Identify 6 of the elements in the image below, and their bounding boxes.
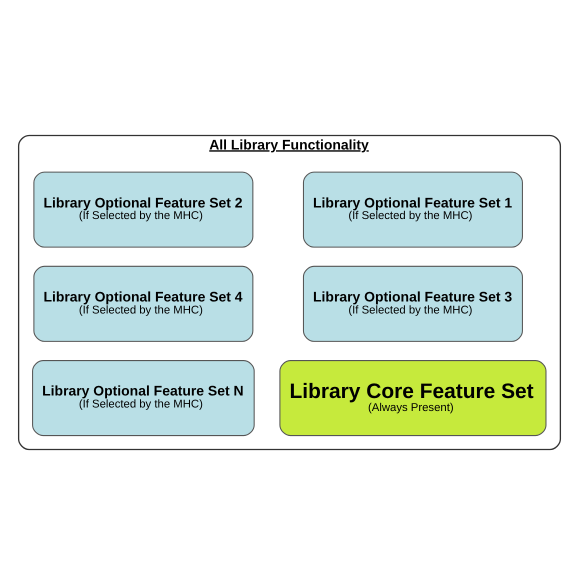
node-box: Library Optional Feature Set N (If Selected by the MHC) bbox=[32, 360, 255, 436]
node-box: Library Optional Feature Set 3 (If Selected by the MHC) bbox=[302, 266, 523, 342]
node-box: Library Optional Feature Set 4 (If Selected by the MHC) bbox=[33, 266, 254, 342]
node-box: Library Optional Feature Set 2 (If Selected by the MHC) bbox=[33, 172, 254, 248]
node-box: Library Optional Feature Set 1 (If Selected by the MHC) bbox=[302, 172, 523, 248]
node-box: Library Core Feature Set (Always Present) bbox=[279, 360, 546, 436]
